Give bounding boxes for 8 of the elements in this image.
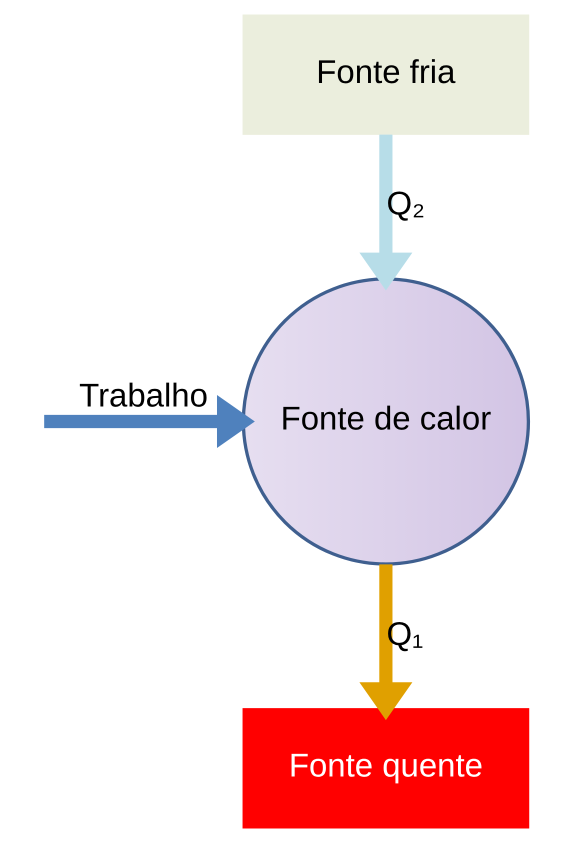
edge-label: Q₂ [386, 184, 425, 222]
arrow [359, 564, 412, 720]
arrow [44, 395, 255, 448]
arrow [359, 134, 412, 290]
node-circle: Fonte de calor [242, 277, 530, 566]
edge-label: Trabalho [79, 376, 208, 414]
node-box: Fonte fria [242, 14, 530, 135]
node-box: Fonte quente [242, 708, 530, 828]
